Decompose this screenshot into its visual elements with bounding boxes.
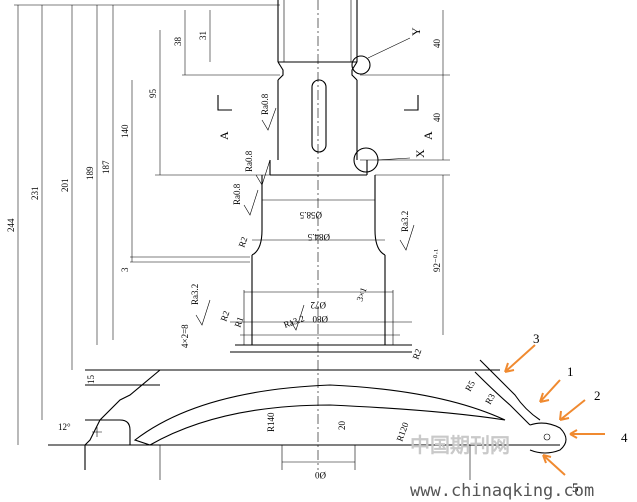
dim-189: 189 (85, 166, 95, 180)
dim-201: 201 (60, 179, 70, 193)
detail-y-circle (351, 55, 371, 75)
detail-y-label: Y (409, 27, 423, 36)
callout-3: 3 (533, 331, 540, 346)
left-dimension-lines (14, 4, 280, 445)
dim-phi-0: Ø0 (315, 470, 326, 480)
callout-1: 1 (567, 364, 574, 379)
dim-31: 31 (198, 31, 208, 40)
radius-r2-b: R2 (236, 235, 249, 248)
dim-15: 15 (86, 375, 96, 385)
radius-r2-c: R2 (410, 347, 423, 360)
ra-0-8-c: Ra0.8 (232, 183, 242, 205)
dim-231: 231 (30, 187, 40, 201)
ra-3-2-c: Ra3.2 (400, 211, 410, 232)
radius-r3: R3 (483, 391, 497, 406)
right-dimension-lines (360, 10, 450, 335)
dim-140: 140 (120, 124, 130, 138)
ra-3-2-b: Ra3.2 (282, 313, 305, 330)
ra-0-8-b: Ra0.8 (244, 150, 254, 172)
radius-r140: R140 (266, 412, 276, 432)
callout-5: 5 (572, 480, 579, 495)
detail-x-label: X (413, 149, 427, 158)
dim-187: 187 (101, 160, 111, 174)
shaft-outline (230, 0, 412, 353)
dim-phi-80: Ø80 (312, 314, 328, 324)
section-a-right: A (421, 131, 435, 140)
dim-phi-72: Ø72 (311, 300, 327, 310)
dim-phi-58-5: Ø58.5 (299, 210, 322, 220)
note-chamfer: 4×2=8 (180, 324, 190, 348)
dim-phi-84-5: Ø84.5 (307, 232, 330, 242)
dim-3: 3 (120, 267, 130, 272)
dim-40-mid: 40 (432, 113, 442, 123)
base-disc (48, 359, 567, 480)
dim-38: 38 (173, 37, 183, 47)
dim-244: 244 (6, 218, 16, 232)
dim-12-deg: 12° (58, 422, 71, 432)
watermark-url: www.chinaqking.com (410, 481, 594, 501)
radius-r120: R120 (394, 420, 410, 442)
dim-92: 92⁻⁰·¹ (432, 249, 442, 272)
section-a-left: A (217, 131, 231, 140)
ra-0-8-a: Ra0.8 (260, 93, 270, 115)
radius-r1: R1 (232, 315, 245, 328)
ra-3-2-a: Ra3.2 (190, 284, 200, 305)
note-thread: 3×1 (354, 286, 368, 303)
dim-40-top: 40 (432, 39, 442, 49)
roughness-symbols (195, 107, 415, 331)
radius-r2: R2 (218, 309, 231, 322)
callout-arrows (504, 344, 605, 476)
hatched-web (133, 384, 506, 446)
callout-4: 4 (621, 430, 628, 445)
callout-2: 2 (594, 388, 601, 403)
radius-r5: R5 (463, 378, 477, 393)
dim-20: 20 (337, 421, 347, 431)
dim-95: 95 (148, 89, 158, 99)
watermark-cn: 中国期刊网 (410, 433, 510, 457)
